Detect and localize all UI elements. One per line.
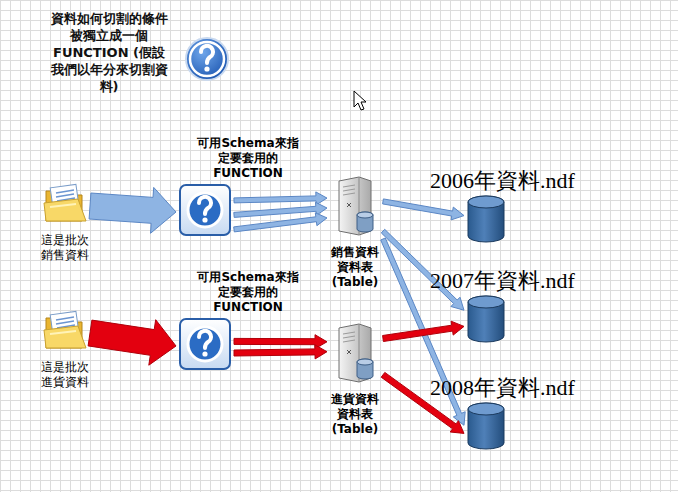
folder-node: 這是批次 銷售資料 xyxy=(30,183,100,263)
server-node: 銷售資料 資料表 (Table) xyxy=(313,175,397,290)
node-label: 2006年資料.ndf xyxy=(430,168,650,194)
func-node: 可用Schema來指定要套用的 FUNCTION xyxy=(172,136,310,241)
node-label: 資料如何切割的條件被獨立成一個 FUNCTION (假設我們以年分來切割資料) xyxy=(48,10,170,95)
node-label: 進貨資料 資料表 (Table) xyxy=(325,392,385,437)
server-symbol xyxy=(329,322,381,384)
note-node: 資料如何切割的條件被獨立成一個 FUNCTION (假設我們以年分來切割資料) xyxy=(48,10,238,95)
server-icon xyxy=(329,322,381,388)
flow-arrow xyxy=(383,321,464,341)
cyl-symbol xyxy=(466,401,506,451)
server-icon xyxy=(329,175,381,241)
server-node: 進貨資料 資料表 (Table) xyxy=(313,322,397,437)
func-symbol xyxy=(178,183,232,237)
node-label: 2007年資料.ndf xyxy=(430,268,650,294)
cyl-symbol xyxy=(466,294,506,344)
block-arrow xyxy=(88,320,176,366)
data-file-node: 2006年資料.ndf xyxy=(430,168,650,248)
folder-node: 這是批次 進貨資料 xyxy=(30,310,100,390)
func-icon xyxy=(178,317,232,375)
flow-arrow xyxy=(234,213,327,232)
flow-arrow xyxy=(234,345,327,359)
cyl-icon xyxy=(466,401,506,455)
note-icon xyxy=(184,36,230,86)
flow-arrow xyxy=(234,202,327,217)
node-label: 可用Schema來指定要套用的 FUNCTION xyxy=(196,270,300,315)
folder-symbol xyxy=(42,183,88,225)
folder-icon xyxy=(42,310,88,356)
data-file-node: 2008年資料.ndf xyxy=(430,375,650,455)
node-label: 銷售資料 資料表 (Table) xyxy=(325,245,385,290)
cyl-icon xyxy=(466,194,506,248)
mouse-cursor xyxy=(353,90,367,112)
data-file-node: 2007年資料.ndf xyxy=(430,268,650,348)
flow-arrow xyxy=(234,335,327,349)
node-label: 這是批次 銷售資料 xyxy=(38,233,92,263)
flow-arrow xyxy=(234,192,327,205)
func-symbol xyxy=(178,317,232,371)
folder-icon xyxy=(42,183,88,229)
node-label: 這是批次 進貨資料 xyxy=(38,360,92,390)
folder-symbol xyxy=(42,310,88,352)
node-label: 2008年資料.ndf xyxy=(430,375,650,401)
cyl-icon xyxy=(466,294,506,348)
func-node: 可用Schema來指定要套用的 FUNCTION xyxy=(172,270,310,375)
flow-arrow xyxy=(383,199,464,220)
note-symbol xyxy=(184,36,230,82)
server-symbol xyxy=(329,175,381,237)
func-icon xyxy=(178,183,232,241)
node-label: 可用Schema來指定要套用的 FUNCTION xyxy=(196,136,300,181)
cyl-symbol xyxy=(466,194,506,244)
block-arrow xyxy=(89,187,176,233)
